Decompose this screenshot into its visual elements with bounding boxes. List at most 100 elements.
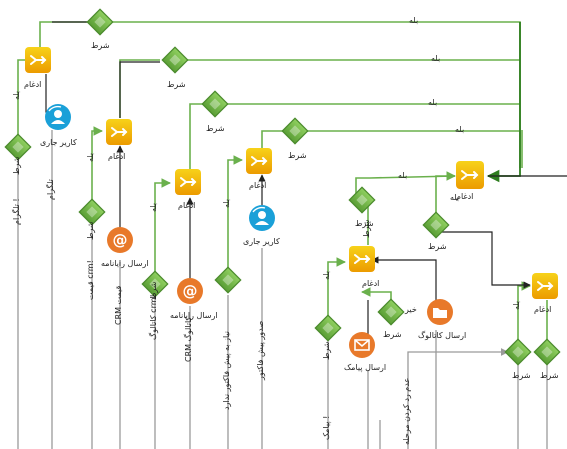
merge-label: ادغام [24, 80, 42, 89]
condition-diamond [161, 46, 189, 74]
condition-diamond [377, 298, 405, 326]
carrier-node [249, 205, 275, 231]
no-invoice-needed-label: نیاز به پیش فاکتور ندارد [222, 330, 231, 410]
condition-diamond [281, 117, 309, 145]
send-newsletter-label: ارسال رایانامه [101, 259, 149, 268]
merge-arrows-icon [354, 254, 371, 264]
merge-label: ادغام [362, 279, 380, 288]
condition-label: شرط [540, 371, 559, 380]
yes-label: بله [149, 202, 158, 212]
condition-label: شرط [428, 242, 447, 251]
condition-diamond [504, 338, 532, 366]
condition-diamond [314, 314, 342, 342]
condition-label: شرط [362, 219, 371, 238]
envelope-icon [354, 339, 370, 351]
merge-arrows-icon [251, 156, 268, 166]
send-sms-label: ارسال پیامک [344, 363, 387, 372]
merge-arrows-icon [180, 177, 197, 187]
merge-label: ادغام [249, 181, 267, 190]
gray-connectors [17, 130, 548, 449]
merge-arrows-icon [461, 170, 479, 180]
cond2-up [91, 126, 103, 205]
condition-label: شرط [322, 341, 331, 360]
cond5-up [327, 257, 346, 320]
condition-label: شرط [12, 156, 21, 175]
diamond-links-3 [261, 130, 286, 148]
main-arrow [486, 22, 521, 183]
condition-diamond [348, 186, 376, 214]
condition-label: شرط [355, 219, 374, 228]
catalog-crm-label: CRM کاتالوگ [184, 316, 193, 362]
yes-label: بله [86, 152, 95, 162]
condition-diamond [214, 266, 242, 294]
carrier-label: کاریر جاری [243, 237, 280, 246]
merge-node [106, 119, 132, 145]
folder-icon [433, 308, 447, 318]
diamond-links-1 [119, 59, 160, 118]
user-cycle-icon [252, 206, 269, 225]
condition-diamond [141, 270, 169, 298]
at-sign-icon: @ [183, 282, 198, 300]
condition-label: شرط [91, 41, 110, 50]
yes-label: بله [455, 125, 465, 134]
cond-merge-right [435, 171, 456, 222]
merge-arrows-icon [111, 127, 128, 137]
yes-label: بله [409, 16, 419, 25]
price-crm-excl-label: قیمت crm! [86, 260, 95, 300]
yes-label: بله [431, 54, 441, 63]
condition-label: شرط [288, 151, 307, 160]
merge-node [456, 161, 484, 189]
sms-node [349, 332, 375, 358]
cond7-up [517, 281, 531, 340]
email-node: @ [177, 278, 203, 304]
condition-diamond [422, 211, 450, 239]
telegram-label: تلگرام [46, 179, 55, 200]
condition-diamond [86, 8, 114, 36]
condition-diamond [78, 198, 106, 226]
catalog-crm-excl-label: کاتالوگ crm! [149, 294, 158, 340]
condition-label: شرط [86, 221, 95, 240]
merge-arrows-icon [537, 281, 554, 291]
at-sign-icon: @ [113, 231, 128, 249]
merge-label: ادغام [108, 152, 126, 161]
sms-excl-label: پیامک ! [322, 415, 331, 440]
user-cycle-icon [48, 105, 65, 124]
merge-node [246, 148, 272, 174]
condition-label: شرط [512, 371, 531, 380]
merge-node [175, 169, 201, 195]
conditions [4, 8, 561, 366]
yes-label: بله [512, 300, 521, 310]
merge-label: ادغام [456, 192, 474, 201]
cond3-up [154, 178, 171, 278]
yes-label: بله [428, 98, 438, 107]
telegram-excl-label: تلگرام ! [12, 198, 21, 225]
merge-label: ادغام [534, 305, 552, 314]
condition-diamond [533, 338, 561, 366]
send-catalog-label: ارسال کاتالوگ [418, 331, 467, 340]
stage-not-rejected-label: عدم رد کردن مرحله [402, 377, 411, 445]
diamond-links-2 [189, 103, 206, 176]
merge-nodes [25, 47, 558, 299]
price-crm-label: CRM قیمت [114, 285, 123, 325]
merge-node [25, 47, 51, 73]
carrier-node [45, 104, 71, 130]
condition-label: شرط [206, 124, 225, 133]
merge-node [349, 246, 375, 272]
condition-label: شرط [167, 80, 186, 89]
yes-label: بله [398, 171, 408, 180]
merge-label: ادغام [178, 201, 196, 210]
catalog-node [427, 299, 453, 325]
condition-diamond [201, 90, 229, 118]
cond4-up [227, 155, 243, 275]
send-newsletter-label: ارسال رایانامه [170, 311, 218, 320]
no-label: خیر [405, 305, 417, 314]
condition-label: شرط [383, 330, 402, 339]
yes-label: بله [450, 193, 460, 202]
merge2-in [119, 61, 160, 118]
condition-diamond [4, 133, 32, 161]
yes-line-top [108, 21, 521, 168]
carrier-label: کاریر جاری [40, 138, 77, 147]
email-node: @ [107, 227, 133, 253]
yes-label: بله [322, 270, 331, 280]
